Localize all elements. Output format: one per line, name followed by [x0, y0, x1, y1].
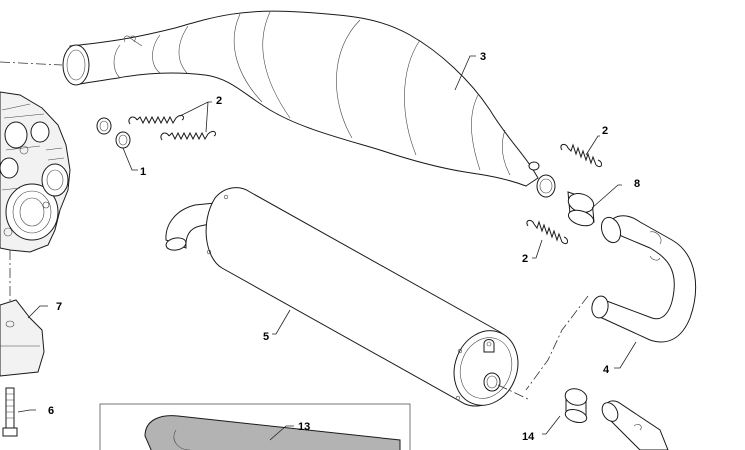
engine-cylinder: [0, 91, 71, 253]
inset-detail-box: [99, 403, 411, 450]
spring-right-top: [560, 143, 603, 168]
callout-13: 13: [298, 421, 310, 433]
callout-6: 6: [48, 405, 54, 417]
callout-5: 5: [263, 331, 269, 343]
bolt-part: [2, 387, 18, 437]
callout-14: 14: [522, 431, 535, 443]
sleeve-lower: [564, 388, 588, 424]
spring-upper-1: [128, 114, 185, 125]
callout-2-right: 2: [602, 125, 608, 137]
callout-3: 3: [480, 51, 486, 63]
connector-pipe: [525, 215, 696, 391]
callout-2-lower: 2: [522, 253, 528, 265]
spring-right-bottom: [526, 219, 569, 245]
expansion-chamber: [62, 10, 556, 198]
o-ring-part: [96, 117, 131, 149]
callout-4: 4: [603, 364, 610, 376]
callout-leaders: [17, 55, 637, 441]
callout-2-upper: 2: [216, 95, 222, 107]
pipe-stub-lower-right: [601, 400, 669, 450]
callout-7: 7: [56, 301, 62, 313]
spring-upper-2: [160, 130, 217, 141]
callout-1: 1: [140, 166, 146, 178]
callout-8: 8: [634, 178, 640, 190]
sleeve-part: [567, 191, 595, 227]
bracket-part: [0, 299, 45, 377]
muffler: [165, 187, 531, 407]
axis-line-pipe: [0, 61, 63, 66]
